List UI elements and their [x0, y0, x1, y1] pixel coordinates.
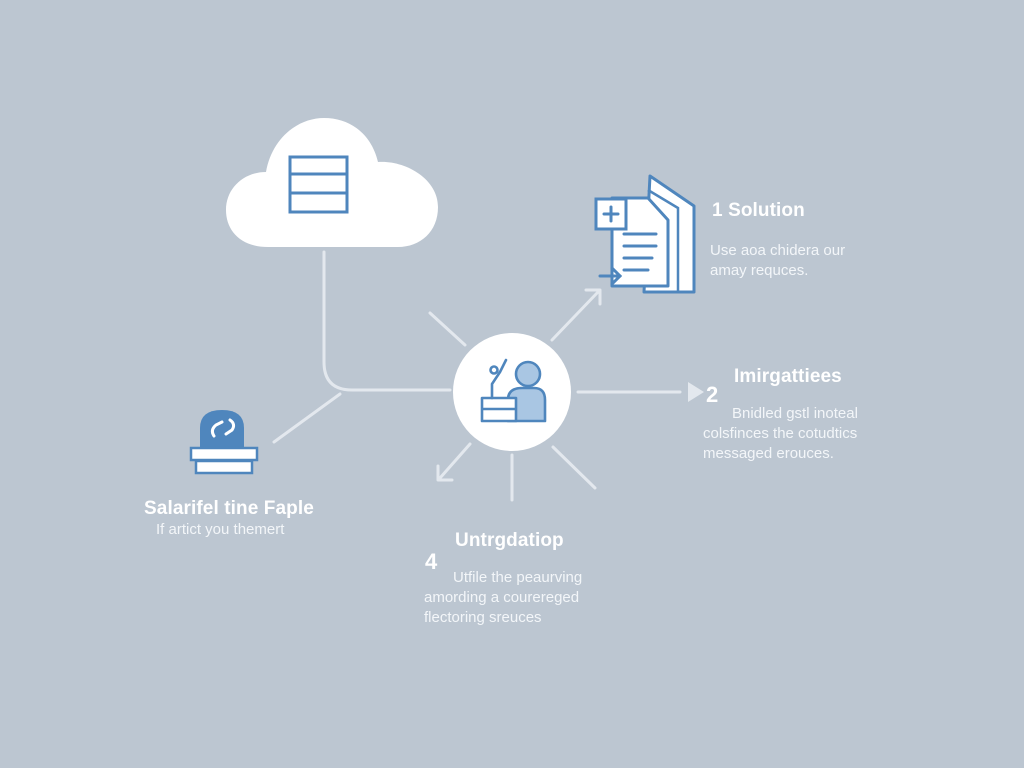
plus-icon: [602, 205, 620, 223]
step2-line-1: Bnidled gstl inoteal: [732, 405, 858, 422]
step4-title: Untrgdatiop: [455, 530, 564, 551]
left-title: Salarifel tine Faple: [144, 498, 314, 519]
arrowhead-to-step2: [688, 382, 704, 402]
arrowhead-to-step4: [436, 464, 454, 482]
left-line-1: If artict you themert: [156, 521, 285, 538]
connectors: [272, 250, 682, 502]
arrowheads: [436, 288, 602, 482]
step2-title: Imirgattiees: [734, 366, 842, 387]
step4-line-1: Utfile the peaurving: [453, 569, 583, 586]
step1-title: 1 Solution: [712, 200, 805, 222]
step4-line-3: flectoring sreuces: [424, 609, 542, 626]
hub-node: [453, 333, 571, 451]
step2-line-3: messaged erouces.: [703, 445, 834, 462]
step4-line-2: amording a courereged: [424, 589, 580, 606]
cloud-database-icon: [288, 155, 349, 214]
connector-cloud-to-hub: [322, 250, 452, 392]
step1-number: 1: [712, 200, 723, 221]
safe-node: [189, 410, 259, 475]
step1-line-2: amay requces.: [710, 262, 809, 279]
connector-hub-to-safe: [272, 392, 342, 444]
person-with-tools-icon: [480, 358, 547, 423]
connector-ray-lower-right: [551, 445, 597, 490]
step1-line-1: Use aoa chidera our: [710, 242, 846, 259]
shield-lock-icon: [210, 418, 236, 438]
connector-hub-to-step4: [438, 442, 472, 480]
step2-number: 2: [706, 382, 719, 407]
connector-hub-to-document: [550, 290, 600, 342]
step4-number: 4: [425, 549, 438, 574]
arrowhead-to-document: [584, 288, 602, 306]
cloud-node: [226, 118, 438, 247]
document-node: [594, 174, 696, 294]
step2-line-2: colsfinces the cotudtics: [703, 425, 858, 442]
step1-title-text: Solution: [728, 200, 805, 221]
arrow-in-icon: [598, 266, 623, 286]
plus-box: [594, 197, 628, 231]
document-with-plus-icon: [622, 232, 658, 272]
connector-ray-upper-left: [428, 311, 467, 347]
